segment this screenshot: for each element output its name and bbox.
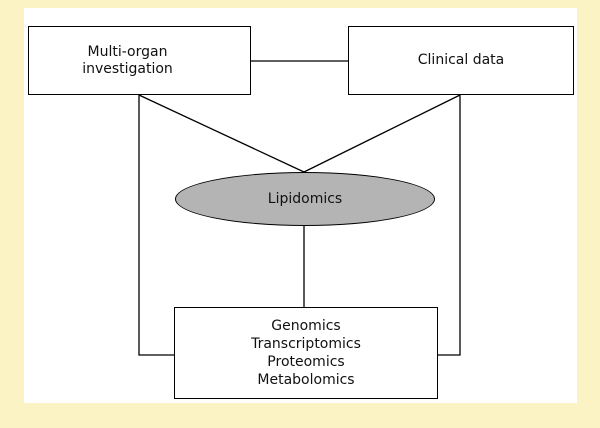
- omics-item-transcriptomics: Transcriptomics: [251, 336, 361, 352]
- edge-clinical-to-omics: [438, 95, 461, 356]
- edge-multi-organ-to-lipidomics: [138, 94, 305, 173]
- edge-clinical-to-lipidomics: [303, 94, 461, 173]
- multi-organ-line2: investigation: [82, 60, 173, 77]
- omics-item-proteomics: Proteomics: [267, 354, 345, 370]
- node-multi-organ-investigation: Multi-organ investigation: [28, 26, 251, 95]
- lipidomics-label: Lipidomics: [267, 191, 343, 207]
- node-lipidomics: Lipidomics: [175, 172, 435, 226]
- edge-multi-organ-to-omics: [138, 95, 174, 356]
- node-omics: Genomics Transcriptomics Proteomics Meta…: [174, 307, 438, 399]
- clinical-data-label: Clinical data: [417, 52, 505, 68]
- omics-item-genomics: Genomics: [271, 318, 341, 334]
- multi-organ-line1: Multi-organ: [87, 43, 168, 60]
- node-clinical-data: Clinical data: [348, 26, 574, 95]
- omics-item-metabolomics: Metabolomics: [257, 372, 355, 388]
